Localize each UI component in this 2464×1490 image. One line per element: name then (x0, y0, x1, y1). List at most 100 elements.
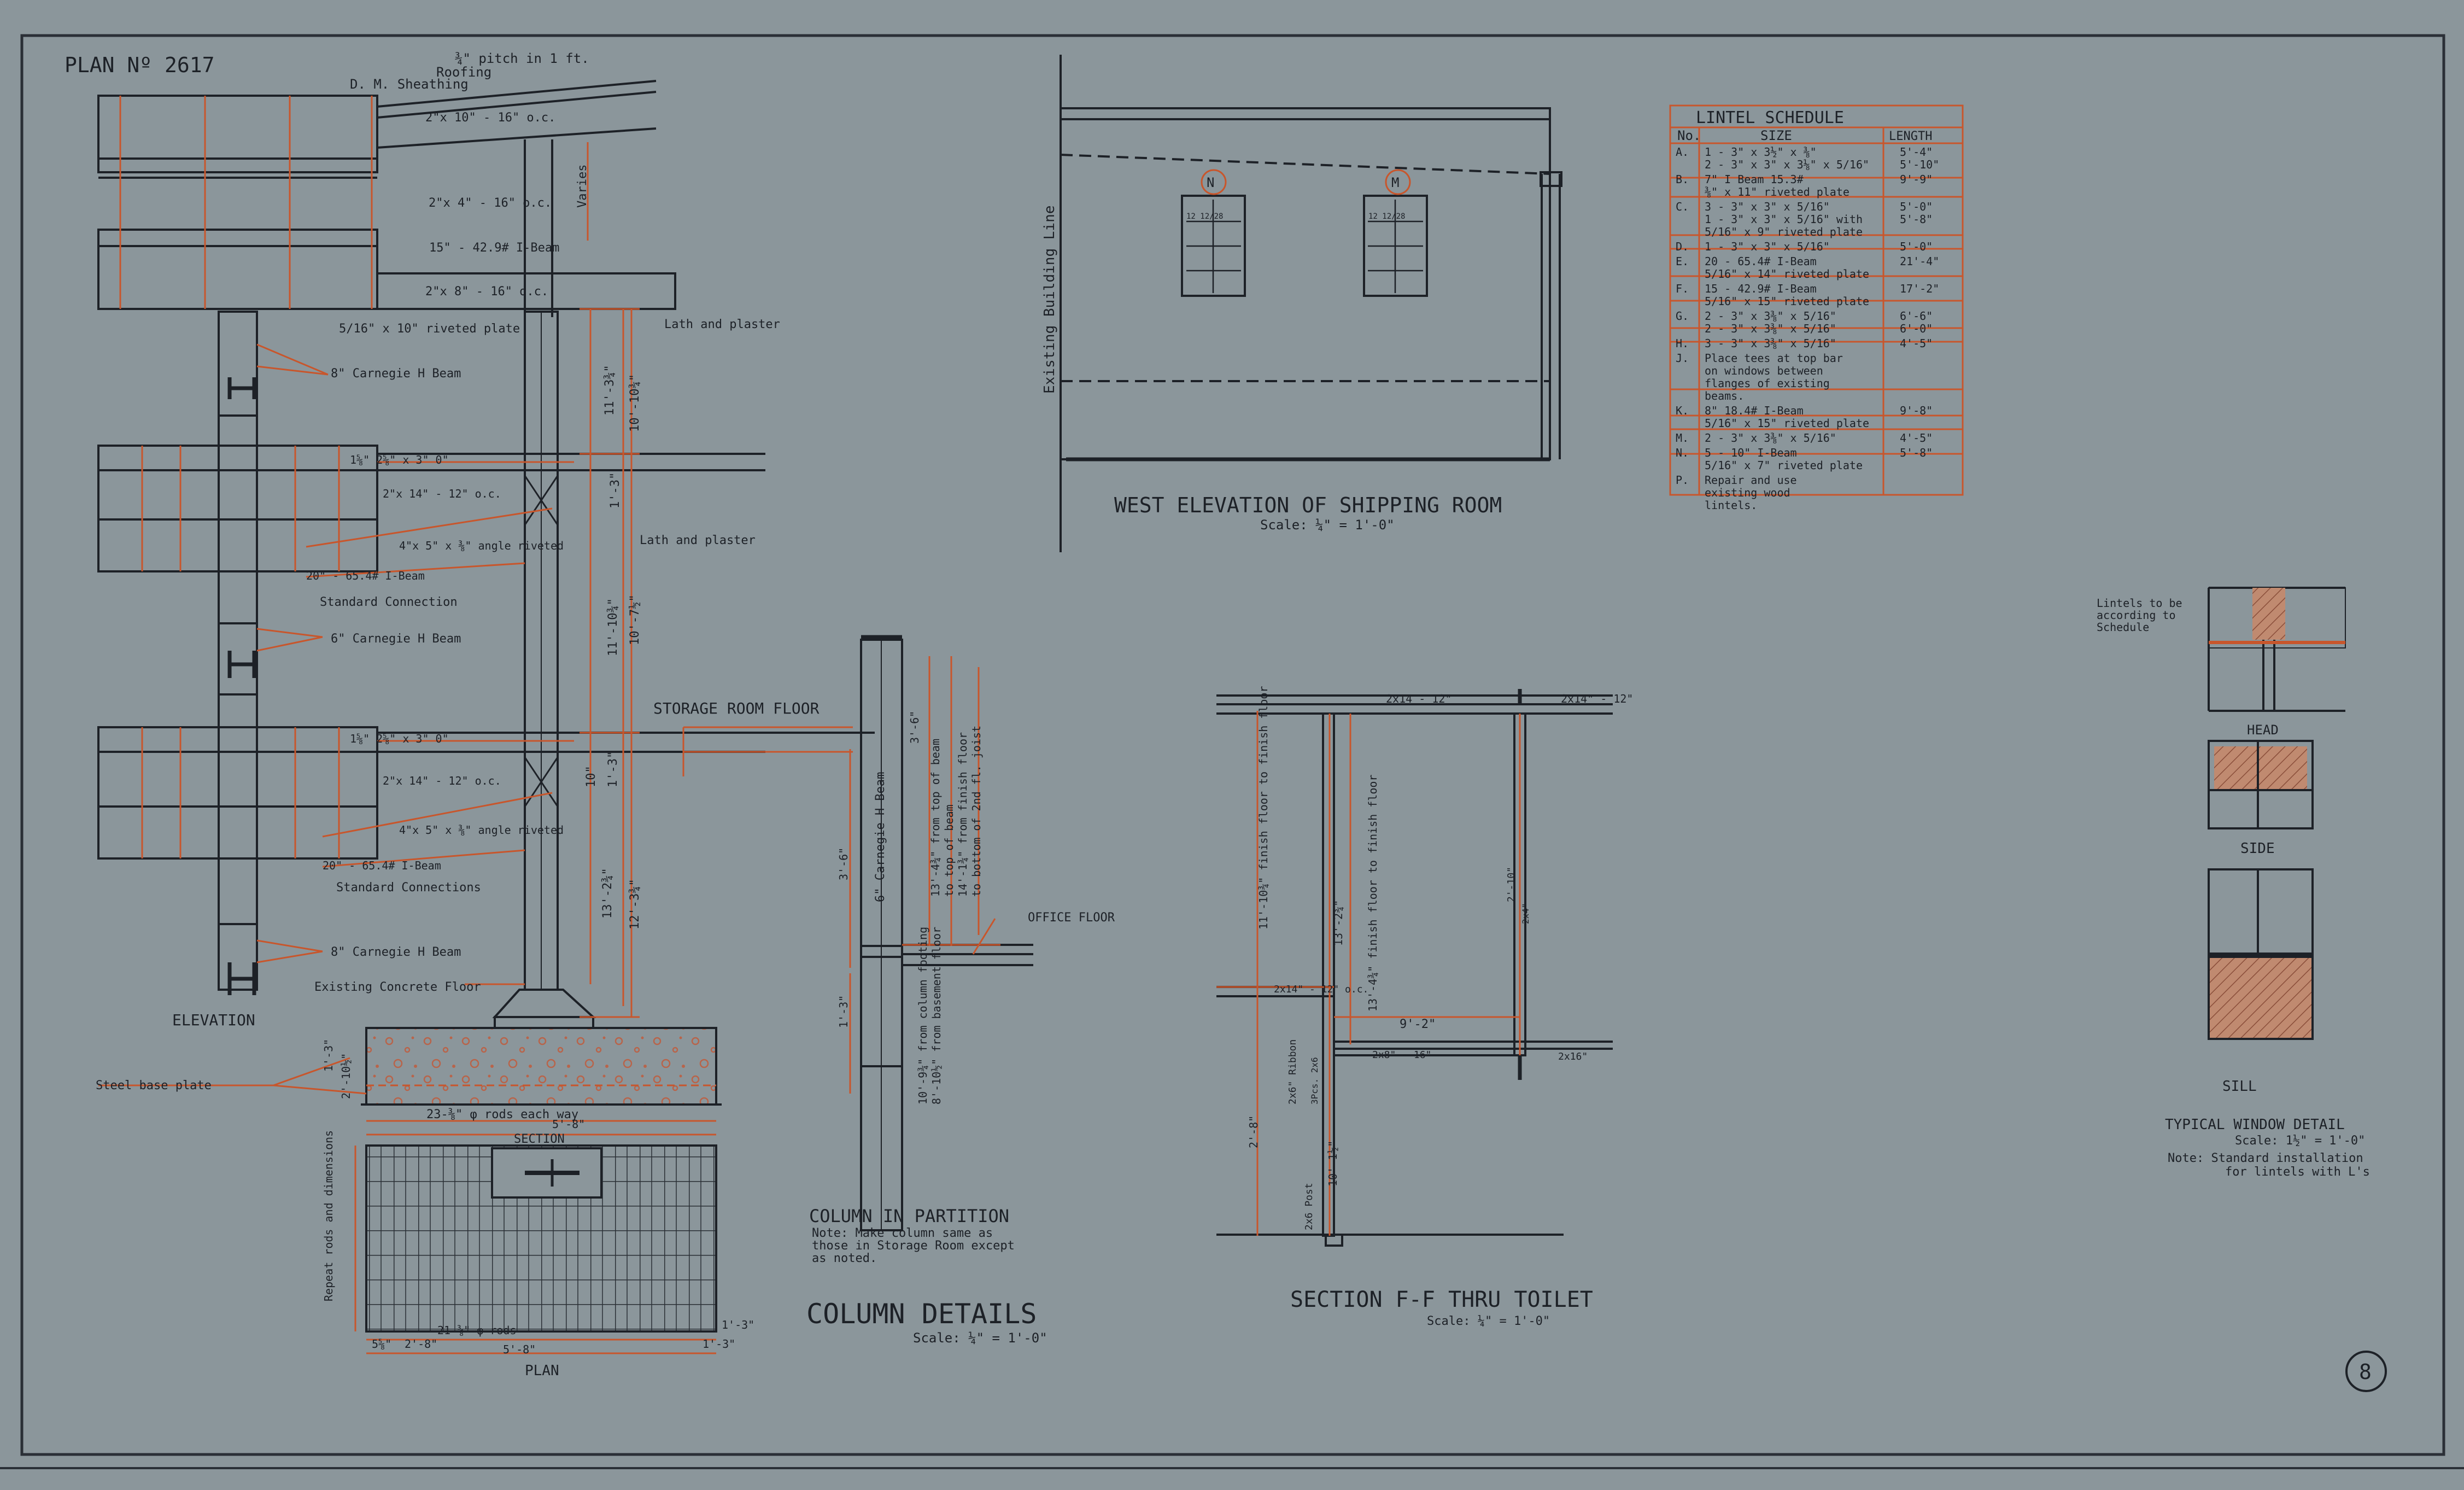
plan-rods-label: 21-⅜" φ rods (437, 1324, 517, 1337)
floor3-label-3: 4"x 5" x ⅜" angle riveted (399, 823, 564, 837)
lintel-row-size: 5/16" x 15" riveted plate (1705, 295, 1869, 308)
existing-floor-label: Existing Concrete Floor (314, 980, 481, 994)
lintel-header-size: SIZE (1760, 128, 1792, 143)
lintel-note-3: Schedule (2097, 621, 2149, 634)
section-ff-scale: Scale: ¼" = 1'-0" (1427, 1314, 1550, 1328)
window-detail-scale: Scale: 1½" = 1'-0" (2235, 1134, 2365, 1148)
partition-dim-2: 3'-6" (908, 711, 921, 744)
lintel-row-size: 2 - 3" x 3⅜" x 5/16" (1705, 309, 1836, 323)
section-ff-drawing (1216, 689, 1613, 1247)
lintel-row-size: 1 - 3" x 3½" x ⅜" (1705, 145, 1817, 159)
sff-label-3: 2x14" - 12" o.c. (1274, 984, 1368, 995)
lintel-schedule-grid (1669, 104, 1964, 496)
footing-rods-label: 23-⅜" φ rods each way (426, 1108, 578, 1121)
lintel-row-size: 15 - 42.9# I-Beam (1705, 282, 1817, 295)
footing-plan (354, 1144, 717, 1354)
second-floor-framing (97, 414, 765, 624)
sff-label-2: 2x14" - 12" (1561, 692, 1633, 705)
floor2-label-4: 20" - 65.4# I-Beam (306, 569, 425, 582)
height-dim-3: 1'-3" (608, 472, 622, 509)
lintel-row-no: B. (1676, 173, 1689, 186)
lintel-row-size: 5/16" x 7" riveted plate (1705, 459, 1863, 472)
lintel-row-length: 5'-8" (1900, 213, 1933, 226)
lintel-row-size: 2 - 3" x 3" x 3⅛" x 5/16" (1705, 158, 1869, 171)
partition-note-line-2: those in Storage Room except (812, 1239, 1015, 1253)
partition-note-6: 8'-10½" from basement floor (930, 927, 943, 1105)
lintel-row-size: ⅜" x 11" riveted plate (1705, 185, 1850, 198)
floor3-label-2: 2"x 14" - 12" o.c. (383, 774, 501, 787)
lintel-row-size: 7" I Beam 15.3# (1705, 173, 1804, 186)
lintel-row-size: beams. (1705, 389, 1744, 402)
lintel-row-no: C. (1676, 200, 1689, 213)
lintel-row-size: 8" 18.4# I-Beam (1705, 404, 1804, 417)
lintel-row-no: E. (1676, 255, 1689, 268)
height-dim-1: 11'-3¾" (603, 365, 617, 416)
roof-pitch-label: ¾" pitch in 1 ft. (455, 51, 589, 66)
footing-depth-1: 1'-3" (322, 1039, 335, 1072)
partition-note-3: 14'-1¾" from finish floor (956, 732, 969, 897)
lintel-row-length: 5'-0" (1900, 200, 1933, 213)
lintel-row-length: 21'-4" (1900, 255, 1939, 268)
lintel-row-size: 1 - 3" x 3" x 5/16" with (1705, 213, 1863, 226)
window-sash-n: 12 12/28 (1186, 212, 1223, 221)
lintel-row-length: 6'-0" (1900, 322, 1933, 335)
sff-label-1: 2x14 - 12" (1386, 692, 1452, 705)
lintel-row-size: 5/16" x 15" riveted plate (1705, 417, 1869, 430)
joist-label-2: 2"x 4" - 16" o.c. (429, 196, 552, 210)
sff-dim-6: 2'-10" (1506, 867, 1517, 902)
window-mark-m: M (1391, 175, 1399, 190)
sff-dim-1: 11'-10¾" finish floor to finish floor (1257, 686, 1270, 930)
lintel-row-no: A. (1676, 145, 1689, 159)
plan-dim-5: 1'-3" (703, 1337, 735, 1351)
lintel-row-length: 5'-0" (1900, 240, 1933, 253)
lintel-header-length: LENGTH (1889, 130, 1932, 143)
sill-label: SILL (2222, 1078, 2257, 1095)
section-ff-title: SECTION F-F THRU TOILET (1290, 1287, 1593, 1312)
lath-plaster-label-1: Lath and plaster (664, 318, 780, 331)
partition-beam-label: 6" Carnegie H Beam (874, 772, 887, 902)
carnegie-beam-label-3: 8" Carnegie H Beam (331, 945, 461, 959)
lintel-row-length: 5'-10" (1900, 158, 1939, 171)
lintel-row-size: 2 - 3" x 3⅜" x 5/16" (1705, 322, 1836, 335)
floor3-label-1: 1⅝" 2⅝" x 3" 0" (350, 732, 449, 745)
steel-base-plate-label: Steel base plate (96, 1079, 212, 1092)
partition-dim-1: 3'-6" (837, 848, 850, 880)
window-mark-n: N (1207, 175, 1214, 190)
lintel-row-length: 5'-8" (1900, 446, 1933, 459)
height-dim-8: 13'-2¾" (601, 868, 614, 919)
sff-dim-3: 13'-2¾" (1332, 900, 1345, 946)
head-label: HEAD (2247, 722, 2279, 738)
roof-framing (97, 80, 676, 317)
sff-label-4: 2x8" - 16" (1372, 1049, 1431, 1061)
plan-number: PLAN Nº 2617 (65, 53, 215, 77)
lintel-row-no: M. (1676, 431, 1689, 445)
footing-section-label: SECTION (514, 1132, 565, 1146)
plan-dim-3: 5⅝" (372, 1337, 391, 1351)
lintel-row-length: 17'-2" (1900, 282, 1939, 295)
lintel-row-size: 5 - 10" I-Beam (1705, 446, 1797, 459)
side-label: SIDE (2240, 840, 2275, 857)
lintel-row-size: 3 - 3" x 3" x 5/16" (1705, 200, 1830, 213)
height-dim-6: 10" (584, 766, 598, 787)
height-dim-9: 12'-3¾" (628, 879, 642, 930)
partition-dim-3: 1'-3" (837, 995, 850, 1028)
lintel-note-1: Lintels to be (2097, 597, 2182, 610)
lintel-row-length: 4'-5" (1900, 337, 1933, 350)
lintel-header-no: No. (1677, 128, 1701, 143)
sff-label-6: 9'-2" (1400, 1018, 1436, 1031)
west-elevation-scale: Scale: ¼" = 1'-0" (1260, 517, 1395, 533)
lintel-row-size: 20 - 65.4# I-Beam (1705, 255, 1817, 268)
window-detail-side (2208, 740, 2314, 829)
building-line-label: Existing Building Line (1041, 206, 1058, 394)
height-dim-7: 1'-3" (606, 751, 620, 787)
plan-dim-2: 5'-8" (503, 1343, 536, 1356)
sheet-number-circle (2345, 1351, 2387, 1392)
lintel-row-length: 5'-4" (1900, 145, 1933, 159)
varies-label: Varies (576, 165, 589, 208)
sheathing-label: D. M. Sheathing (350, 77, 469, 92)
window-detail-title: TYPICAL WINDOW DETAIL (2165, 1117, 2345, 1133)
repeat-rods-note: Repeat rods and dimensions (322, 1130, 335, 1301)
height-dim-5: 10'-7½" (628, 594, 642, 645)
plan-dim-1: 2'-8" (405, 1337, 437, 1351)
